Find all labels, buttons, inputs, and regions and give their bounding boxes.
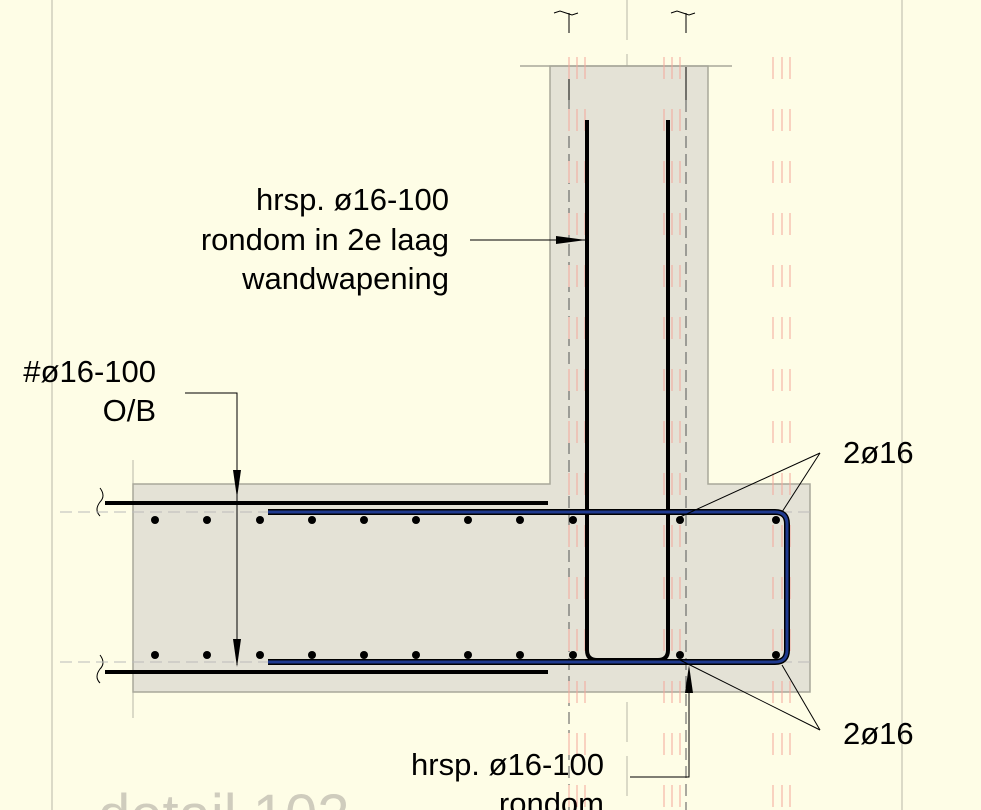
label-corner-top: 2ø16 <box>843 435 914 470</box>
label-top-line1: hrsp. ø16-100 <box>256 182 449 217</box>
label-bottom-line1: hrsp. ø16-100 <box>411 747 604 782</box>
longitudinal-bars <box>151 516 780 659</box>
label-corner-bottom: 2ø16 <box>843 716 914 751</box>
label-top-line2: rondom in 2e laag <box>201 222 449 257</box>
stirrup-bar <box>268 510 789 664</box>
label-mesh-line2: O/B <box>103 393 156 428</box>
break-symbols <box>96 10 696 684</box>
red-hidden-lines <box>568 57 791 810</box>
label-top-line3: wandwapening <box>241 261 449 296</box>
label-bottom-line2: rondom <box>499 786 604 810</box>
leader-arrows <box>233 236 693 693</box>
drawing-title: detail 102 <box>98 783 350 810</box>
label-mesh-line1: #ø16-100 <box>23 354 156 389</box>
concrete-section <box>132 65 811 693</box>
